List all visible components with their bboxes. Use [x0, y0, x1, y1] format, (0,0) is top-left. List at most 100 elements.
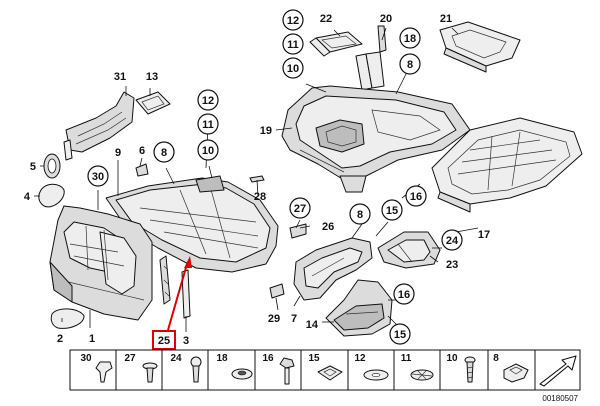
label-21: 21	[440, 13, 452, 25]
svg-text:16: 16	[262, 353, 274, 364]
label-20: 20	[380, 13, 392, 25]
callout-30[interactable]: 30	[87, 165, 109, 187]
strip-item-11[interactable]: 11	[401, 353, 434, 381]
part-17-underbody-panel	[431, 117, 583, 213]
strip-item-12[interactable]: 12	[354, 353, 389, 381]
labels: 22 20 21 31 13 19 5 9 6 4 28 26 17 23 29…	[24, 13, 490, 347]
direction-arrow-icon	[534, 349, 581, 391]
callout-10-mid[interactable]: 10	[197, 139, 219, 161]
svg-text:30: 30	[80, 353, 92, 364]
svg-text:16: 16	[398, 289, 410, 301]
label-28: 28	[254, 191, 266, 203]
highlight-part-25: 25	[152, 256, 192, 350]
svg-text:8: 8	[357, 209, 363, 221]
part-21-bracket	[439, 21, 521, 73]
callout-15-mid[interactable]: 15	[381, 199, 403, 221]
svg-text:24: 24	[446, 235, 459, 247]
part-13-cap	[135, 91, 171, 115]
label-14: 14	[306, 319, 319, 331]
label-23: 23	[446, 259, 458, 271]
strip-item-8[interactable]: 8	[493, 353, 529, 383]
callout-8-top[interactable]: 8	[399, 53, 421, 75]
strip-item-15[interactable]: 15	[308, 353, 343, 381]
callout-8-mid[interactable]: 8	[153, 141, 175, 163]
part-14-shield	[325, 279, 393, 337]
svg-text:11: 11	[287, 39, 299, 51]
part-2-cover	[50, 308, 85, 329]
callout-16-low[interactable]: 16	[393, 283, 415, 305]
part-26-clip	[289, 223, 307, 239]
callout-11-top[interactable]: 11	[282, 33, 304, 55]
part-1-frame	[49, 205, 153, 321]
part-5-ring	[43, 153, 61, 179]
callout-24[interactable]: 24	[441, 229, 463, 251]
part-31-bracket	[63, 91, 135, 161]
svg-text:15: 15	[308, 353, 320, 364]
callout-12-mid[interactable]: 12	[197, 89, 219, 111]
label-29: 29	[268, 313, 280, 325]
strip-item-27[interactable]: 27	[124, 353, 158, 383]
part-28-bolt	[249, 175, 265, 197]
callout-11-mid[interactable]: 11	[197, 113, 219, 135]
svg-text:16: 16	[410, 191, 422, 203]
part-23-bracket	[377, 231, 441, 269]
svg-text:10: 10	[202, 145, 214, 157]
callout-12-top[interactable]: 12	[282, 9, 304, 31]
label-26: 26	[322, 221, 334, 233]
strip-item-18[interactable]: 18	[216, 353, 253, 380]
document-number: 00180507	[542, 394, 578, 403]
label-19: 19	[260, 125, 272, 137]
callout-27[interactable]: 27	[289, 197, 311, 219]
callout-10-top[interactable]: 10	[282, 57, 304, 79]
label-5: 5	[30, 161, 36, 173]
label-17: 17	[478, 229, 490, 241]
part-7-bracket	[293, 237, 373, 301]
svg-text:12: 12	[354, 353, 366, 364]
strip-item-30[interactable]: 30	[80, 353, 113, 383]
svg-text:27: 27	[124, 353, 136, 364]
svg-text:8: 8	[407, 59, 413, 71]
svg-text:8: 8	[161, 147, 167, 159]
svg-text:18: 18	[404, 33, 416, 45]
strip-item-24[interactable]: 24	[170, 353, 202, 383]
svg-text:12: 12	[287, 15, 299, 27]
callout-16-mid[interactable]: 16	[405, 185, 427, 207]
label-9: 9	[115, 147, 121, 159]
svg-text:24: 24	[170, 353, 182, 364]
label-13: 13	[146, 71, 158, 83]
part-20-clip	[355, 25, 387, 91]
svg-text:30: 30	[92, 171, 104, 183]
part-25-bracket	[159, 255, 171, 305]
label-25: 25	[158, 335, 170, 347]
callout-18[interactable]: 18	[399, 27, 421, 49]
label-22: 22	[320, 13, 332, 25]
part-29-clip	[269, 283, 285, 299]
label-1: 1	[89, 333, 95, 345]
svg-text:27: 27	[294, 203, 306, 215]
label-3: 3	[183, 335, 189, 347]
svg-text:12: 12	[202, 95, 214, 107]
strip-item-16[interactable]: 16	[262, 353, 295, 385]
part-19-underbody-tray	[281, 85, 471, 193]
hardware-strip: 30 27 24 18 16 15	[69, 349, 536, 391]
highlight-arrow-head	[184, 256, 192, 268]
svg-text:11: 11	[401, 353, 412, 364]
svg-text:10: 10	[446, 353, 458, 364]
label-31: 31	[114, 71, 126, 83]
part-4-cover	[38, 183, 65, 208]
part-9-front-underbody-shield	[105, 175, 279, 273]
label-6: 6	[139, 145, 145, 157]
svg-text:18: 18	[216, 353, 228, 364]
label-4: 4	[24, 191, 31, 203]
callout-15-low[interactable]: 15	[389, 323, 411, 345]
highlight-box	[152, 330, 176, 350]
callout-8-low[interactable]: 8	[349, 203, 371, 225]
svg-text:8: 8	[493, 353, 499, 364]
svg-text:15: 15	[394, 329, 406, 341]
strip-item-10[interactable]: 10	[446, 353, 476, 383]
svg-text:10: 10	[287, 63, 299, 75]
svg-text:15: 15	[386, 205, 398, 217]
label-2: 2	[57, 333, 63, 345]
highlight-arrow	[167, 263, 188, 331]
